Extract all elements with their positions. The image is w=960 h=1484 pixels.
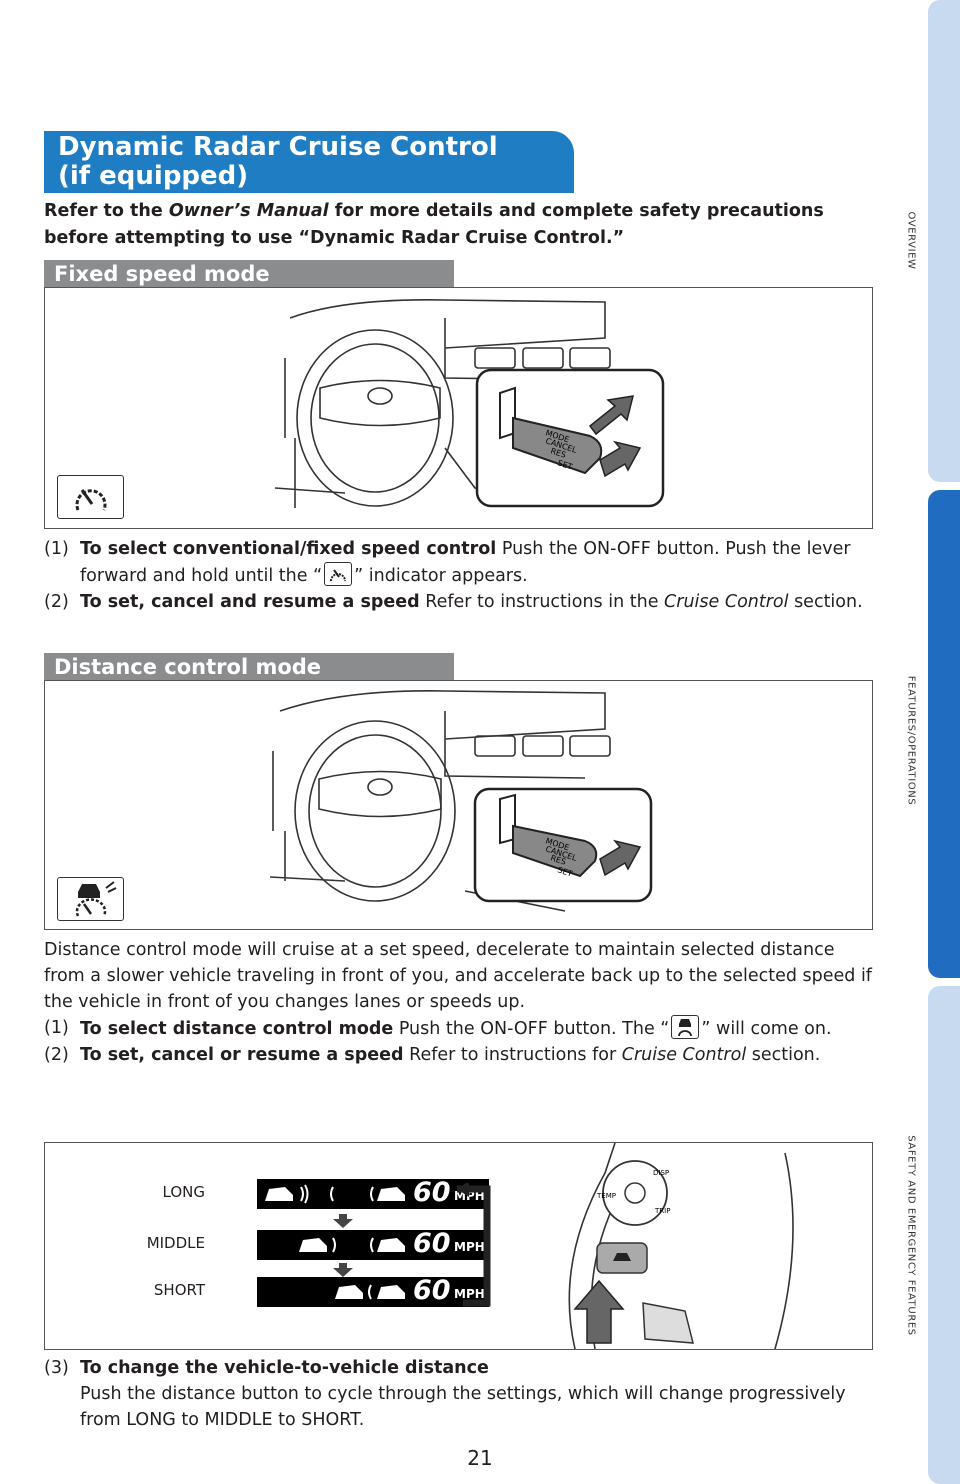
page-number: 21 (467, 1446, 493, 1470)
speed-unit-middle: MPH (454, 1240, 485, 1254)
distance-description: Distance control mode will cruise at a s… (44, 937, 874, 1068)
dashboard-illustration-2: MODE CANCEL RES SET (269, 690, 653, 912)
label-long: LONG (162, 1183, 205, 1201)
title-line-1: Dynamic Radar Cruise Control (58, 132, 498, 162)
lever-label-set-2: SET (556, 865, 573, 878)
push-button-arrow-icon-2 (599, 839, 642, 877)
fixed-speed-figure: MODE CANCEL RES SET (44, 287, 873, 529)
label-middle: MIDDLE (146, 1234, 205, 1252)
cruise-lever-2: MODE CANCEL RES SET (499, 793, 598, 879)
tab-overview[interactable] (928, 0, 960, 482)
push-forward-arrow-icon (588, 395, 635, 436)
cruise-lever: MODE CANCEL RES SET (499, 386, 603, 475)
wheel-label-disp: DISP (653, 1169, 669, 1177)
display-short: 60 MPH (257, 1275, 489, 1307)
push-up-arrow-icon (573, 1279, 625, 1344)
wheel-label-trip: TRIP (654, 1207, 670, 1215)
radar-cruise-inline-icon (671, 1015, 700, 1039)
title-line-2: (if equipped) (58, 161, 249, 191)
tab-features-operations[interactable] (928, 490, 960, 978)
fixed-step-1: (1) To select conventional/fixed speed c… (44, 539, 851, 586)
distance-control-figure: MODE CANCEL RES SET (44, 680, 873, 930)
push-button-arrow-icon (599, 440, 642, 478)
fixed-steps: (1) To select conventional/fixed speed c… (44, 536, 874, 615)
section-title: Dynamic Radar Cruise Control (if equippe… (44, 131, 574, 193)
fixed-speed-heading: Fixed speed mode (44, 260, 454, 288)
speed-value-short: 60 (413, 1275, 451, 1306)
cycle-bracket-icon (457, 1183, 491, 1307)
speed-value-long: 60 (413, 1177, 451, 1208)
display-long: 60 MPH (257, 1177, 489, 1209)
arrow-down-icon-2 (333, 1262, 353, 1281)
speed-unit-short: MPH (454, 1287, 485, 1301)
tab-label-overview: OVERVIEW (905, 210, 917, 270)
steering-wheel-buttons: TEMP DISP TRIP (568, 1143, 794, 1349)
speed-value-middle: 60 (413, 1228, 451, 1259)
wheel-label-temp: TEMP (596, 1192, 616, 1200)
step-3: (3) To change the vehicle-to-vehicle dis… (44, 1358, 846, 1430)
speedometer-icon (57, 475, 124, 519)
speedometer-inline-icon (324, 562, 353, 586)
label-short: SHORT (153, 1281, 205, 1299)
tab-label-safety: SAFETY AND EMERGENCY FEATURES (905, 1134, 917, 1336)
arrow-down-icon (333, 1213, 353, 1232)
display-middle: 60 MPH (257, 1228, 489, 1260)
fixed-step-2: (2) To set, cancel and resume a speed Re… (44, 592, 863, 612)
dashboard-illustration: MODE CANCEL RES SET (274, 299, 665, 508)
distance-setting-figure: LONG MIDDLE SHORT 60 MPH 60 MPH (44, 1142, 873, 1350)
tab-safety[interactable] (928, 986, 960, 1484)
tab-label-features: FEATURES/OPERATIONS (905, 675, 917, 805)
intro-text: Refer to the Owner’s Manual for more det… (44, 201, 824, 248)
side-tabs (928, 0, 960, 1484)
lever-label-set: SET (556, 458, 573, 471)
radar-cruise-icon (57, 877, 124, 921)
distance-step-1: (1) To select distance control mode Push… (44, 1015, 874, 1042)
distance-control-heading: Distance control mode (44, 653, 454, 681)
distance-step-2: (2) To set, cancel or resume a speed Ref… (44, 1045, 821, 1065)
